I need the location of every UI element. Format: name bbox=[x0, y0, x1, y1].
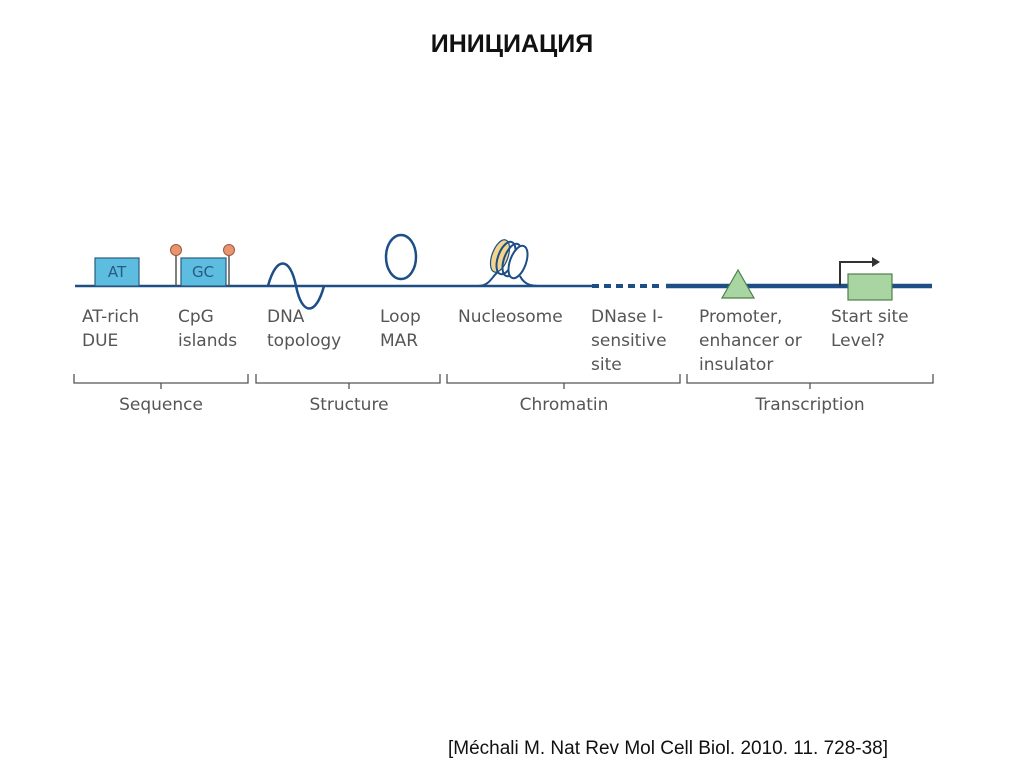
svg-text:DNase I-: DNase I- bbox=[591, 307, 663, 327]
dna-topology-wave-icon bbox=[266, 262, 326, 310]
feature-label-cpg: CpG islands bbox=[178, 307, 237, 351]
at-box: AT bbox=[94, 257, 140, 287]
feature-label-promoter: Promoter, enhancer or insulator bbox=[699, 307, 802, 375]
citation: [Méchali M. Nat Rev Mol Cell Biol. 2010.… bbox=[448, 738, 889, 759]
start-site-icon bbox=[839, 257, 893, 301]
promoter-triangle-icon bbox=[720, 268, 756, 299]
gc-box: GC bbox=[180, 257, 227, 287]
svg-text:MAR: MAR bbox=[380, 331, 418, 351]
svg-text:Start site: Start site bbox=[831, 307, 909, 327]
nucleosome-icon bbox=[477, 239, 541, 287]
bracket-sequence bbox=[73, 374, 249, 389]
svg-text:enhancer or: enhancer or bbox=[699, 331, 802, 351]
svg-text:DUE: DUE bbox=[82, 331, 118, 351]
group-label-sequence: Sequence bbox=[119, 395, 203, 415]
svg-text:AT-rich: AT-rich bbox=[82, 307, 139, 327]
bracket-structure bbox=[255, 374, 441, 389]
bracket-chromatin bbox=[446, 374, 681, 389]
svg-text:islands: islands bbox=[178, 331, 237, 351]
group-label-transcription: Transcription bbox=[754, 395, 864, 415]
svg-text:Promoter,: Promoter, bbox=[699, 307, 782, 327]
svg-text:DNA: DNA bbox=[267, 307, 305, 327]
svg-text:Level?: Level? bbox=[831, 331, 885, 351]
svg-text:AT: AT bbox=[108, 263, 127, 281]
group-label-structure: Structure bbox=[309, 395, 388, 415]
feature-label-dnase: DNase I-sensitive site bbox=[591, 307, 667, 375]
methylation-lollipop-icon bbox=[170, 244, 235, 286]
loop-icon bbox=[384, 233, 418, 281]
svg-text:GC: GC bbox=[192, 263, 214, 281]
feature-label-dna-topology: DNA topology bbox=[267, 307, 341, 351]
svg-text:sensitive: sensitive bbox=[591, 331, 667, 351]
slide-title: ИНИЦИАЦИЯ bbox=[430, 30, 594, 58]
bracket-transcription bbox=[686, 374, 934, 389]
group-label-chromatin: Chromatin bbox=[520, 395, 609, 415]
svg-text:topology: topology bbox=[267, 331, 341, 351]
svg-text:Loop: Loop bbox=[380, 307, 421, 327]
svg-text:site: site bbox=[591, 355, 622, 375]
svg-text:insulator: insulator bbox=[699, 355, 773, 375]
svg-text:CpG: CpG bbox=[178, 307, 214, 327]
feature-label-nucleosome: Nucleosome bbox=[458, 307, 563, 327]
svg-text:Nucleosome: Nucleosome bbox=[458, 307, 563, 327]
